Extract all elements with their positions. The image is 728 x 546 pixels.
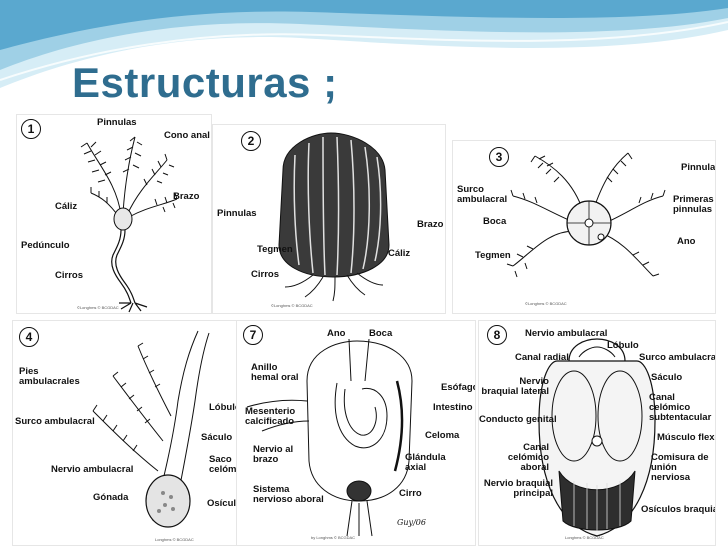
label-tegmen: Tegmen <box>475 250 511 261</box>
diagram-panel-3: 3 Pinnula Surco ambulacral Primeras pinn… <box>452 140 716 314</box>
crinoid-oral-view-illustration <box>506 152 666 278</box>
label-surco-ambulacral: Surco ambulacral <box>639 352 716 363</box>
crinoid-arm-cross-section-illustration <box>538 338 656 537</box>
label-caliz: Cáliz <box>55 201 78 212</box>
label-saculo: Sáculo <box>201 432 233 443</box>
label-cirro: Cirro <box>399 488 422 499</box>
diagram-panel-1: 1 Pinnulas Cono anal Brazo Cáliz Pedúncu… <box>16 114 212 314</box>
label-saculo: Sáculo <box>651 372 683 383</box>
image-credit: ©Longhms © BCGDAC <box>525 301 567 306</box>
panel-number-badge: 1 <box>21 119 41 139</box>
label-tegmen: Tegmen <box>257 244 293 255</box>
label-osiculos-braquiales: Osículos braquiales <box>641 504 715 515</box>
image-credit: ©Longhms © BCGDAC <box>271 303 313 308</box>
header-wave-decoration <box>0 0 728 88</box>
label-canal-radial: Canal radial <box>515 352 569 363</box>
label-saco-celomico: Saco celómico <box>209 454 251 475</box>
label-canal-celomico-subtentacular: Canal celómico subtentacular <box>649 392 712 423</box>
slide-title: Estructuras ; <box>72 59 338 106</box>
diagram-panel-2: 2 Pinnulas Brazo Tegmen Cáliz Cirros ©Lo… <box>212 124 446 314</box>
label-cirros: Cirros <box>55 270 83 281</box>
label-boca: Boca <box>483 216 507 227</box>
label-peduncle: Pedúnculo <box>21 240 70 251</box>
artist-signature: Guy/06 <box>397 518 426 527</box>
label-celoma: Celoma <box>425 430 460 441</box>
label-nervio-al-brazo: Nervio al brazo <box>253 444 294 465</box>
label-comisura-de-union-nerviosa: Comisura de unión nerviosa <box>651 452 709 483</box>
label-anillo-hemal-oral: Anillo hemal oral <box>251 362 299 383</box>
label-lobulo: Lóbulo <box>607 340 639 351</box>
label-cono-anal: Cono anal <box>164 130 210 141</box>
image-credit: Longhms © BCGDAC <box>565 535 604 540</box>
label-nervio-braquial-lateral: Nervio braquial lateral <box>481 376 549 397</box>
label-lobulo: Lóbulo <box>209 402 241 413</box>
panel-number-badge: 3 <box>489 147 509 167</box>
crinoid-calyx-illustration <box>278 132 390 302</box>
crinoid-internal-anatomy-illustration <box>246 338 413 537</box>
label-brazo: Brazo <box>173 191 200 202</box>
wave-highlight-line <box>0 21 728 81</box>
crinoid-stalked-illustration <box>80 136 178 313</box>
label-surco-ambulacral: Surco ambulacral <box>457 184 508 205</box>
label-cirros: Cirros <box>251 269 279 280</box>
image-credit: Longhms © BCGDAC <box>155 537 194 542</box>
panel-number-badge: 8 <box>487 325 507 345</box>
label-nervio-ambulacral: Nervio ambulacral <box>51 464 134 475</box>
label-ano: Ano <box>327 328 346 339</box>
label-mesenterio-calcificado: Mesenterio calcificado <box>245 406 296 427</box>
label-pinnula: Pinnula <box>681 162 716 173</box>
wave-dark-band <box>0 0 728 50</box>
image-credit: ©Longhms © BCGDAC <box>77 305 119 310</box>
label-surco-ambulacral: Surco ambulacral <box>15 416 95 427</box>
label-brazo: Brazo <box>417 219 444 230</box>
label-nervio-braquial-principal: Nervio braquial principal <box>483 478 553 499</box>
label-boca: Boca <box>369 328 393 339</box>
label-gonada: Gónada <box>93 492 129 503</box>
label-musculo-flexor: Músculo flexor <box>657 432 715 443</box>
label-canal-celomico-aboral: Canal celómico aboral <box>507 442 549 473</box>
label-conducto-genital: Conducto genital <box>479 414 557 425</box>
label-pies-ambulacrales: Pies ambulacrales <box>19 366 80 387</box>
panel-number-badge: 7 <box>243 325 263 345</box>
label-ano: Ano <box>677 236 696 247</box>
label-esofago: Esófago <box>441 382 476 393</box>
label-sistema-nervioso-aboral: Sistema nervioso aboral <box>253 484 324 505</box>
label-pinnulas: Pinnulas <box>217 208 257 219</box>
label-glandula-axial: Glándula axial <box>405 452 446 473</box>
label-pinnulas: Pinnulas <box>97 117 137 128</box>
diagram-panel-8: 8 Nervio ambulacral Lóbulo Canal radial … <box>478 320 716 546</box>
label-caliz: Cáliz <box>388 248 411 259</box>
panel-number-badge: 2 <box>241 131 261 151</box>
image-credit: by Longhms © BCGDAC <box>311 535 356 540</box>
label-nervio-ambulacral: Nervio ambulacral <box>525 328 608 339</box>
label-primeras-pinnulas: Primeras pinnulas <box>673 194 714 215</box>
diagram-panel-4: 4 Pies ambulacrales Lóbulo Surco ambulac… <box>12 320 252 546</box>
label-osiculo: Osículo <box>207 498 242 509</box>
label-intestino: Intestino <box>433 402 473 413</box>
diagram-panel-7: 7 Ano Boca Anillo hemal oral Esófago Int… <box>236 320 476 546</box>
panel-number-badge: 4 <box>19 327 39 347</box>
crinoid-arm-section-illustration <box>92 330 210 528</box>
